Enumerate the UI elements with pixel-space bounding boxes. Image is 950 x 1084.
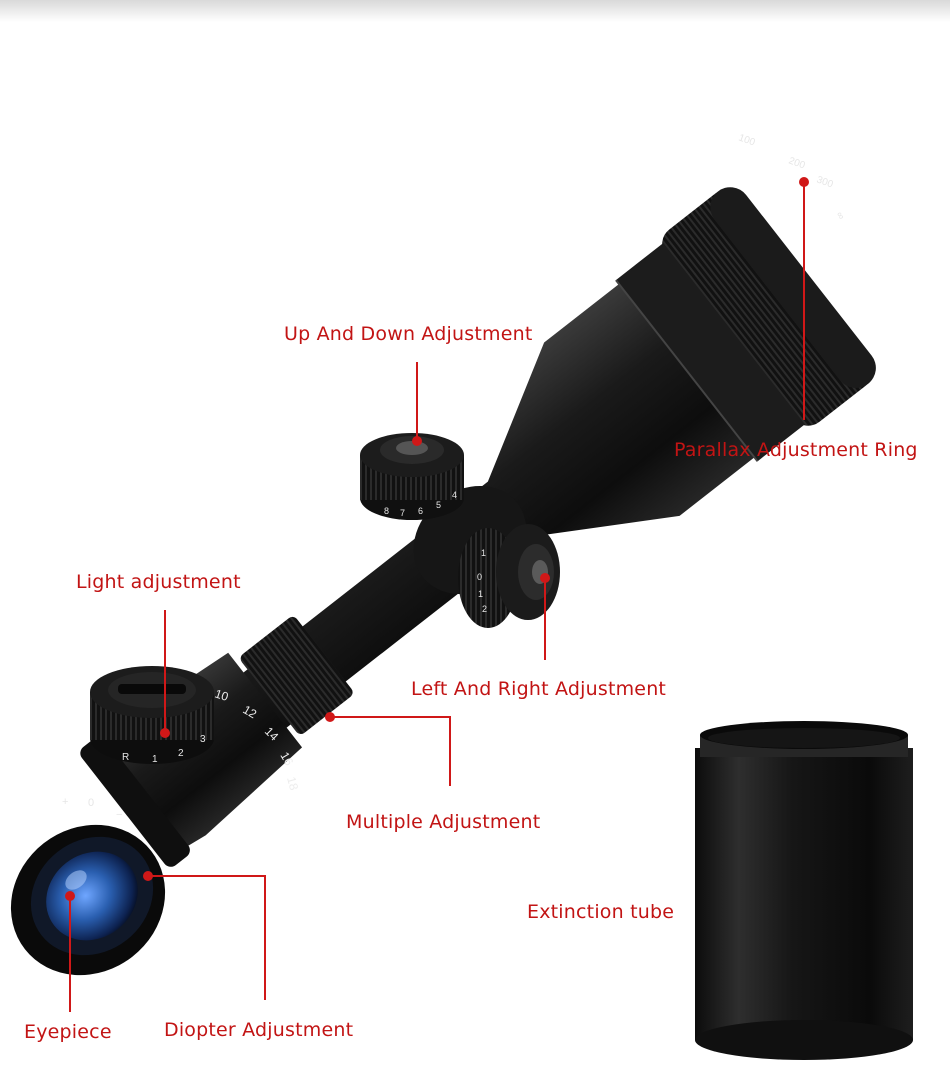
label-multiple-adjustment: Multiple Adjustment <box>346 811 541 833</box>
parallax-mark: 100 <box>737 132 757 148</box>
windage-mark: 1 <box>478 589 483 599</box>
elevation-markings: 8 7 6 5 4 <box>384 490 457 518</box>
dot-parallax <box>799 177 809 187</box>
dot-up-down <box>412 436 422 446</box>
illumination-mark: 2 <box>178 748 184 759</box>
dot-left-right <box>540 573 550 583</box>
scope-body <box>80 187 876 867</box>
windage-turret <box>458 524 560 628</box>
magnification-mark: 10 <box>213 687 230 705</box>
magnification-markings: 10 12 14 16 18 <box>213 687 301 792</box>
dot-light <box>160 728 170 738</box>
magnification-mark: 12 <box>241 702 260 721</box>
elevation-mark: 4 <box>452 490 457 500</box>
parallax-mark: 300 <box>815 174 835 190</box>
illumination-mark: R <box>122 752 129 763</box>
illumination-turret <box>90 666 214 764</box>
illumination-mark: 3 <box>200 734 206 745</box>
callout-leaders <box>69 182 805 1012</box>
diopter-markings: + 0 − <box>62 796 122 821</box>
label-eyepiece: Eyepiece <box>24 1021 112 1043</box>
diopter-mark: + <box>62 796 68 808</box>
eyepiece-lens <box>10 824 166 976</box>
extinction-tube <box>695 721 913 1060</box>
leader-diopter <box>148 875 266 1000</box>
top-shadow-band <box>0 0 950 22</box>
windage-markings: 1 0 1 2 <box>477 548 487 614</box>
illumination-mark: 1 <box>152 754 158 765</box>
windage-mark: 1 <box>481 548 486 558</box>
elevation-mark: 7 <box>400 508 405 518</box>
label-left-and-right-adjustment: Left And Right Adjustment <box>411 678 667 700</box>
windage-mark: 0 <box>477 572 482 582</box>
label-light-adjustment: Light adjustment <box>76 571 241 593</box>
label-extinction-tube: Extinction tube <box>527 901 675 923</box>
diopter-mark: 0 <box>88 797 94 809</box>
elevation-mark: 6 <box>418 506 423 516</box>
parallax-mark: 200 <box>787 155 807 171</box>
callout-dots <box>65 177 809 901</box>
elevation-mark: 5 <box>436 500 441 510</box>
elevation-turret <box>360 433 464 520</box>
dot-eyepiece <box>65 891 75 901</box>
label-diopter-adjustment: Diopter Adjustment <box>164 1019 354 1041</box>
windage-mark: 2 <box>482 604 487 614</box>
elevation-mark: 8 <box>384 506 389 516</box>
magnification-mark: 16 <box>277 750 296 769</box>
leader-multiple <box>330 716 451 786</box>
magnification-mark: 18 <box>284 775 301 792</box>
dot-multiple <box>325 712 335 722</box>
parallax-mark: ∞ <box>833 210 846 222</box>
label-parallax-adjustment-ring: Parallax Adjustment Ring <box>674 439 918 461</box>
label-up-down-adjustment: Up And Down Adjustment <box>284 323 533 345</box>
diopter-mark: − <box>116 809 122 821</box>
illumination-markings: R 1 2 3 <box>122 734 206 765</box>
dot-diopter <box>143 871 153 881</box>
